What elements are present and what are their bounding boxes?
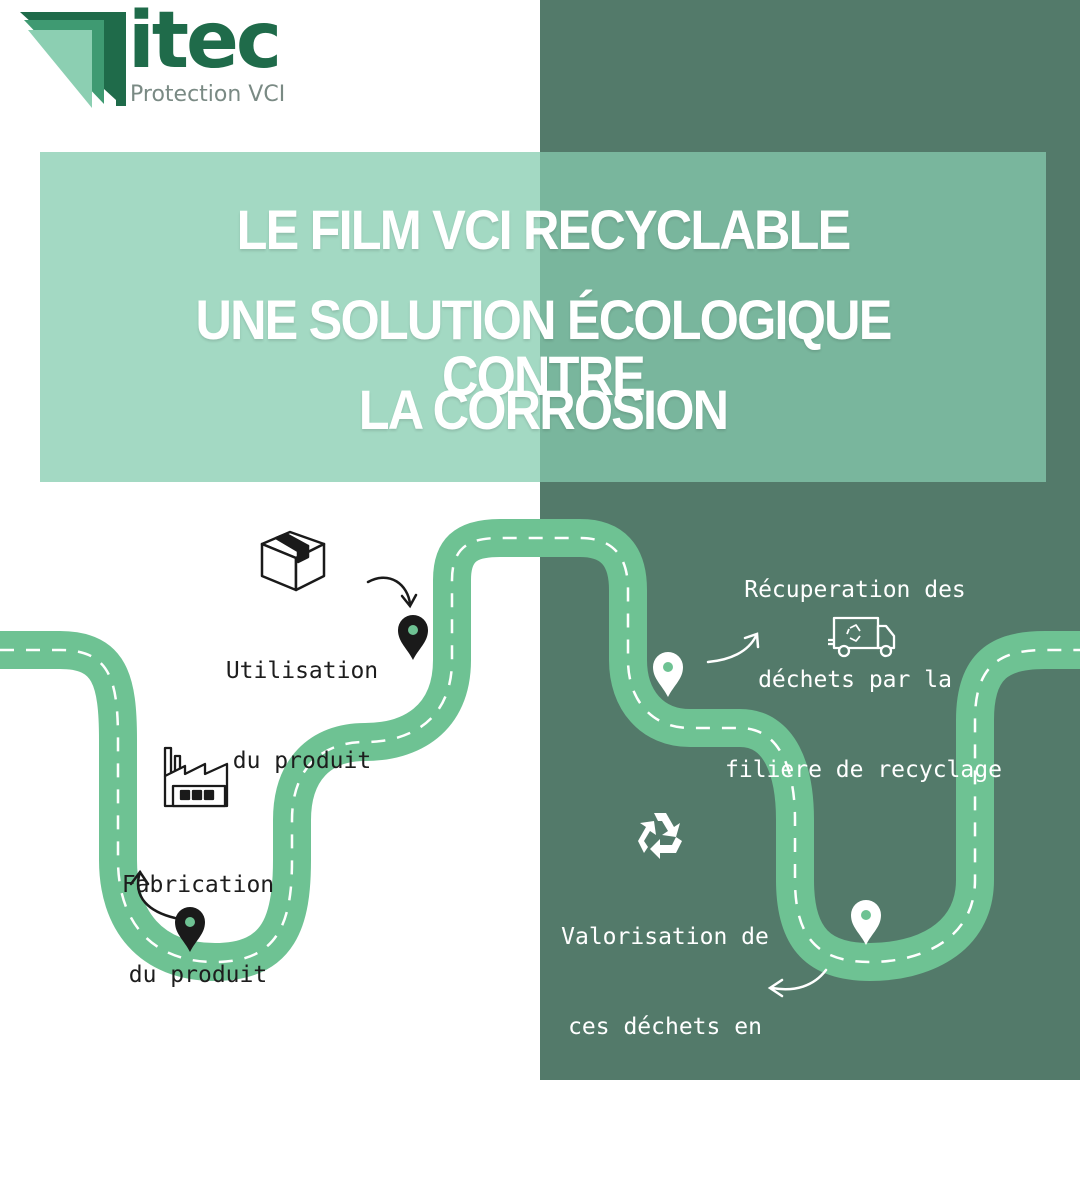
logo-wordmark: itec [128,0,282,86]
factory-icon [163,746,229,808]
step3-label: Récuperation des déchets par la filiere … [725,515,1002,845]
step2-label-line1: Utilisation [225,658,379,684]
arrow-icon-step3 [706,632,760,664]
step2-label-line2: du produit [232,748,372,774]
title-line-1: LE FILM VCI RECYCLABLE [236,198,852,261]
itec-logo: itec Protection VCI [20,2,310,113]
step4-label-line3: matières recyclés [547,1104,783,1130]
step4-label-line2: ces déchets en [568,1014,762,1040]
step3-label-line2: déchets par la [758,667,952,693]
map-pin-icon-step4 [851,900,881,945]
map-pin-icon-step2 [398,615,428,660]
step4-label: Valorisation de ces déchets en matières … [540,862,790,1192]
road [0,519,1080,998]
step1-label-line1: Fabrication [121,872,275,898]
title-banner: LE FILM VCI RECYCLABLE UNE SOLUTION ÉCOL… [40,152,1046,482]
recycle-icon [638,813,682,859]
box-icon [260,530,326,592]
road-center-dashes [0,536,1080,964]
recycling-truck-icon [828,616,896,658]
step1-label: Fabrication du produit [118,810,278,1050]
step3-label-line1: Récuperation des [744,577,966,603]
step4-label-line1: Valorisation de [561,924,769,950]
title-banner-right-tint [540,152,1046,482]
step1-label-line2: du produit [128,962,268,988]
arrow-icon-step1 [129,869,177,920]
chevron-stripes-icon [20,12,126,108]
map-pin-icon-step1 [175,907,205,952]
arrow-icon-step4 [767,968,828,998]
arrow-icon-step2 [366,576,418,609]
title-line-3: LA CORROSION [358,378,729,441]
title-line-2: UNE SOLUTION ÉCOLOGIQUE CONTRE [195,288,892,407]
logo-tagline: Protection VCI [130,82,286,107]
step2-label: Utilisation du produit [222,596,382,836]
map-pin-icon-step3 [653,652,683,697]
step3-label-line3: filiere de recyclage [725,757,1002,783]
title-banner-left-tint [40,152,540,482]
infographic: itec Protection VCI LE FILM VCI RECYCLAB… [0,0,1080,1080]
